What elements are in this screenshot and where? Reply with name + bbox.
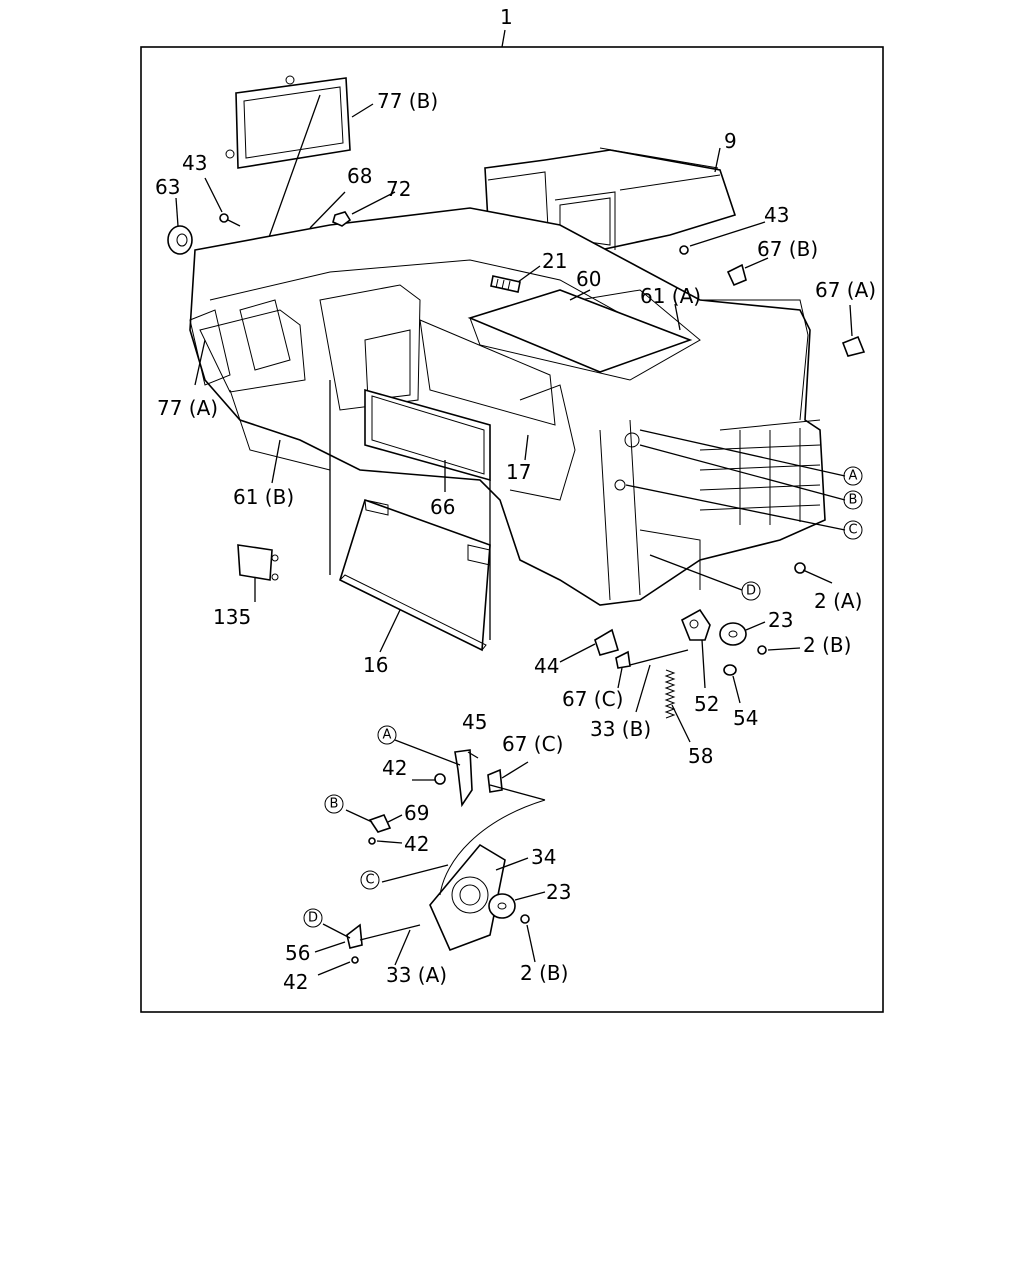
filter-drawer-16 [339,498,491,652]
screw-42-c [351,956,359,964]
label-21: 21 [542,249,567,273]
gear-23-bottom [488,893,516,919]
nut-72 [332,211,352,227]
bracket-135 [237,544,279,581]
label-43-right: 43 [764,203,789,227]
circle-ref-c-upper: C [843,520,863,540]
label-42-b: 42 [404,832,429,856]
circle-ref-c-lower: C [360,870,380,890]
label-23-bottom: 23 [546,880,571,904]
label-67b: 67 (B) [757,237,818,261]
label-2a: 2 (A) [814,589,862,613]
clip-67b [726,263,747,287]
label-33a: 33 (A) [386,963,447,987]
svg-text:D: D [746,584,756,599]
label-17: 17 [506,460,531,484]
svg-text:A: A [849,469,858,484]
label-23-top: 23 [768,608,793,632]
label-42-c: 42 [283,970,308,994]
label-9: 9 [724,129,737,153]
label-72: 72 [386,177,411,201]
label-67c-top: 67 (C) [562,687,623,711]
label-2b-bottom: 2 (B) [520,961,568,985]
spring-58 [664,669,676,719]
clamp-69 [368,814,392,833]
svg-text:C: C [848,523,857,538]
label-67a: 67 (A) [815,278,876,302]
clip-67c-top [615,650,631,669]
label-61b: 61 (B) [233,485,294,509]
label-69: 69 [404,801,429,825]
label-52: 52 [694,692,719,716]
label-45: 45 [462,710,487,734]
svg-text:D: D [308,911,318,926]
label-135: 135 [213,605,251,629]
circle-ref-a-upper: A [843,466,863,486]
label-56: 56 [285,941,310,965]
label-44: 44 [534,654,559,678]
screw-43-right [679,245,689,255]
leader-lines [175,103,853,976]
diagram-frame [140,46,884,1013]
bracket-56 [346,923,363,949]
bracket-45 [454,749,473,808]
clip-67c-bottom [487,768,503,793]
label-16: 16 [363,653,388,677]
rod-33b [629,649,689,666]
svg-text:C: C [365,873,374,888]
circle-ref-d-upper: D [741,581,761,601]
link-52 [680,608,711,641]
screw-42-a [434,773,446,785]
clip-67a [841,335,866,357]
circle-ref-a-lower: A [377,725,397,745]
screw-2b-bottom [520,914,530,924]
label-67c-bottom: 67 (C) [502,732,563,756]
label-54: 54 [733,706,758,730]
heater-case [189,207,826,606]
label-77b: 77 (B) [377,89,438,113]
screw-2b-top [757,645,767,655]
label-66: 66 [430,495,455,519]
circle-ref-b-lower: B [324,794,344,814]
grommet-63 [167,225,193,255]
svg-text:A: A [383,728,392,743]
filter-77b [225,75,351,169]
assembly-number: 1 [500,5,513,29]
circle-ref-d-lower: D [303,908,323,928]
circle-refs: A B C D A B C D [303,466,863,928]
label-2b-top: 2 (B) [803,633,851,657]
screw-2a [794,562,806,574]
label-34: 34 [531,845,556,869]
label-42-a: 42 [382,756,407,780]
screw-42-b [368,837,376,845]
gear-23-top [719,622,747,646]
screw-43-top [219,213,241,227]
part-labels: 77 (B) 9 43 63 68 72 43 67 (B) 21 60 61 … [155,89,876,994]
bolt-21 [490,275,521,293]
clip-54 [723,664,737,676]
label-63: 63 [155,175,180,199]
label-61a: 61 (A) [640,284,701,308]
label-58: 58 [688,744,713,768]
label-43-top: 43 [182,151,207,175]
svg-text:B: B [849,493,858,508]
rod-33a [359,924,421,941]
svg-text:B: B [330,797,339,812]
circle-ref-b-upper: B [843,490,863,510]
bracket-44 [594,628,620,656]
label-60: 60 [576,267,601,291]
label-68: 68 [347,164,372,188]
label-33b: 33 (B) [590,717,651,741]
label-77a: 77 (A) [157,396,218,420]
